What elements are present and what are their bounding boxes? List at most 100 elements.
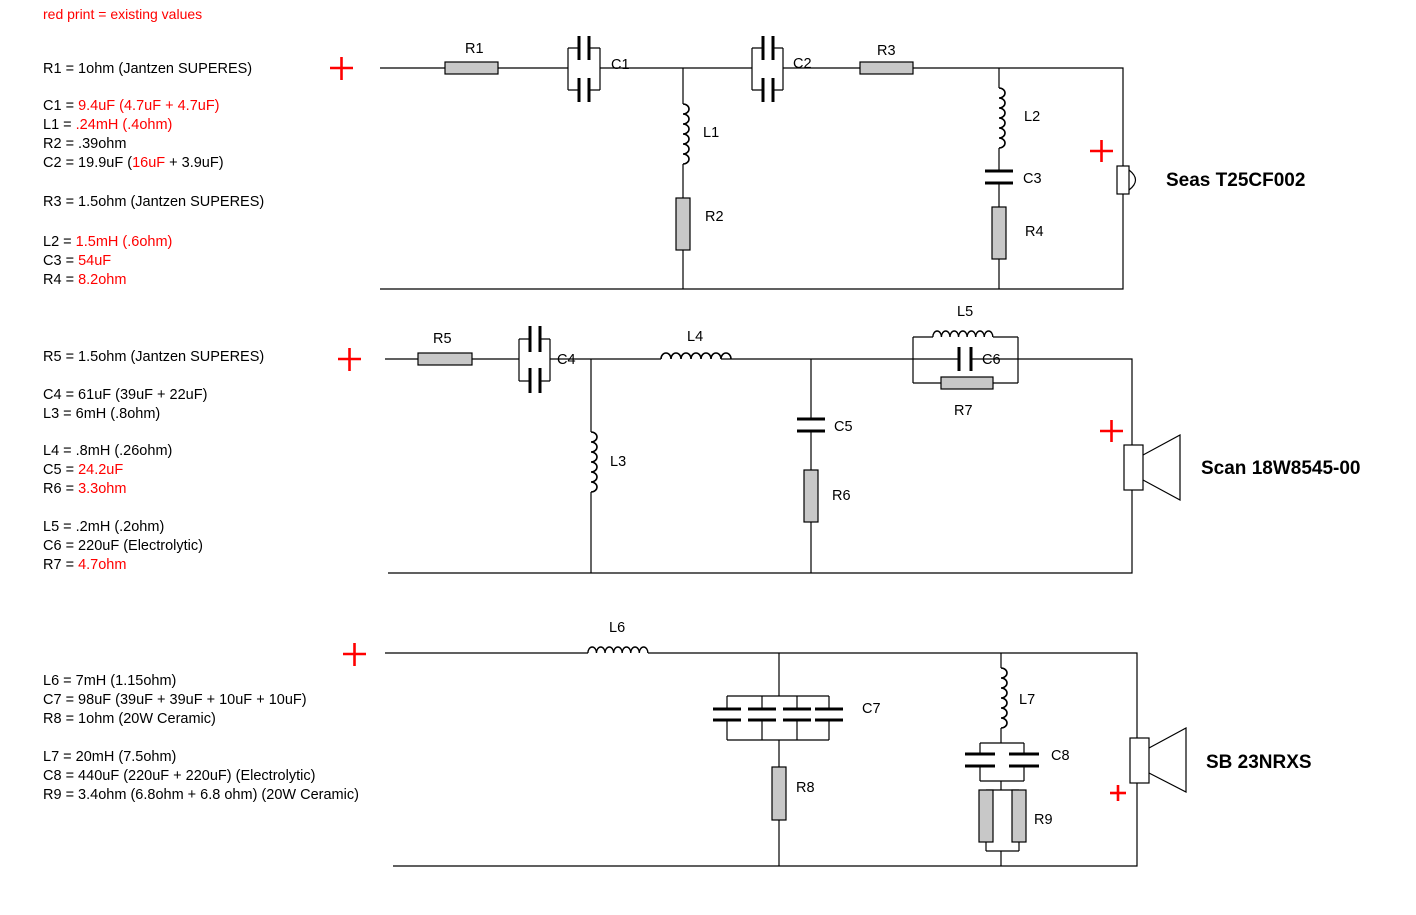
label-C2: C2 xyxy=(793,56,812,72)
inductor-L6 xyxy=(587,646,649,654)
existing-value: 16uF xyxy=(132,155,166,171)
spec-text: R8 = 1ohm (20W Ceramic) xyxy=(43,711,216,727)
existing-value: 4.7ohm xyxy=(78,557,127,573)
existing-value: .24mH (.4ohm) xyxy=(75,117,173,133)
spec-text: L5 = .2mH (.2ohm) xyxy=(43,519,165,535)
driver-label-mid: Scan 18W8545-00 xyxy=(1201,458,1361,479)
label-C3: C3 xyxy=(1023,171,1042,187)
spec-text: C4 = 61uF (39uF + 22uF) xyxy=(43,387,208,403)
inductor-L7 xyxy=(1000,667,1008,729)
label-R3: R3 xyxy=(877,43,896,59)
woofer-speaker-icon xyxy=(1129,726,1187,793)
label-R9: R9 xyxy=(1034,812,1053,828)
spec-block: L5 = .2mH (.2ohm) C6 = 220uF (Electrolyti… xyxy=(43,518,203,575)
spec-line: C6 = 220uF (Electrolytic) xyxy=(43,537,203,556)
spec-text: C1 = xyxy=(43,98,79,114)
spec-text: R6 = xyxy=(43,481,79,497)
spec-line: R3 = 1.5ohm (Jantzen SUPERES) xyxy=(43,193,264,212)
driver-label-tweeter: Seas T25CF002 xyxy=(1166,170,1305,191)
capacitor-C1 xyxy=(567,36,601,102)
label-L4: L4 xyxy=(687,329,703,345)
spec-line: C3 = 54uF xyxy=(43,252,172,271)
resistor-R4 xyxy=(991,206,1007,260)
spec-line: C2 = 19.9uF (16uF + 3.9uF) xyxy=(43,154,224,173)
capacitor-C2 xyxy=(751,36,784,102)
inductor-L2 xyxy=(998,87,1006,149)
driver-label-woofer: SB 23NRXS xyxy=(1206,752,1312,773)
label-C8: C8 xyxy=(1051,748,1070,764)
resistor-R7 xyxy=(940,376,994,390)
spec-text: L6 = 7mH (1.15ohm) xyxy=(43,673,177,689)
inductor-L5 xyxy=(932,330,994,338)
spec-line: L5 = .2mH (.2ohm) xyxy=(43,518,203,537)
spec-text: C3 = xyxy=(43,253,79,269)
spec-text: R5 = 1.5ohm (Jantzen SUPERES) xyxy=(43,349,265,365)
plus-marker xyxy=(1110,785,1126,801)
spec-line: L6 = 7mH (1.15ohm) xyxy=(43,672,307,691)
spec-text: R2 = .39ohm xyxy=(43,136,127,152)
label-C4: C4 xyxy=(557,352,576,368)
existing-value: 54uF xyxy=(78,253,112,269)
plus-marker xyxy=(1090,140,1113,162)
resistor-R5 xyxy=(417,352,473,366)
inductor-L4 xyxy=(660,352,732,360)
spec-text: R9 = 3.4ohm (6.8ohm + 6.8 ohm) (20W Cera… xyxy=(43,787,359,803)
resistor-R1 xyxy=(444,61,499,75)
spec-text: C8 = 440uF (220uF + 220uF) (Electrolytic… xyxy=(43,768,316,784)
label-L3: L3 xyxy=(610,454,626,470)
capacitor-C7 xyxy=(713,653,843,767)
label-R1: R1 xyxy=(465,41,484,57)
plus-marker xyxy=(338,348,361,371)
inductor-L3 xyxy=(590,431,598,493)
spec-block: R5 = 1.5ohm (Jantzen SUPERES) xyxy=(43,348,264,367)
spec-line: L1 = .24mH (.4ohm) xyxy=(43,116,224,135)
label-R2: R2 xyxy=(705,209,724,225)
spec-text: L1 = xyxy=(43,117,76,133)
spec-block: L6 = 7mH (1.15ohm) C7 = 98uF (39uF + 39uF… xyxy=(43,672,307,729)
label-R4: R4 xyxy=(1025,224,1044,240)
spec-line: L4 = .8mH (.26ohm) xyxy=(43,442,172,461)
spec-line: R9 = 3.4ohm (6.8ohm + 6.8 ohm) (20W Cera… xyxy=(43,786,359,805)
spec-block: R1 = 1ohm (Jantzen SUPERES) xyxy=(43,60,252,79)
existing-value: 3.3ohm xyxy=(78,481,127,497)
resistor-R3 xyxy=(859,61,914,75)
resistor-R8 xyxy=(771,766,787,821)
spec-text: R4 = xyxy=(43,272,79,288)
spec-line: C5 = 24.2uF xyxy=(43,461,172,480)
spec-line: C8 = 440uF (220uF + 220uF) (Electrolytic… xyxy=(43,767,359,786)
existing-value: 9.4uF (4.7uF + 4.7uF) xyxy=(78,98,220,114)
spec-line: R2 = .39ohm xyxy=(43,135,224,154)
existing-value: 24.2uF xyxy=(78,462,124,478)
spec-line: C1 = 9.4uF (4.7uF + 4.7uF) xyxy=(43,97,224,116)
resistor-R6 xyxy=(803,469,819,523)
spec-text: C7 = 98uF (39uF + 39uF + 10uF + 10uF) xyxy=(43,692,307,708)
legend-note: red print = existing values xyxy=(43,6,203,22)
spec-block: C1 = 9.4uF (4.7uF + 4.7uF)L1 = .24mH (.4… xyxy=(43,97,224,173)
spec-text: R1 = 1ohm (Jantzen SUPERES) xyxy=(43,61,253,77)
spec-text: + 3.9uF) xyxy=(165,155,224,171)
resistor-R2 xyxy=(675,197,691,251)
spec-line: L3 = 6mH (.8ohm) xyxy=(43,405,207,424)
label-C6: C6 xyxy=(982,352,1001,368)
label-L1: L1 xyxy=(703,125,719,141)
woofer-network: L6 C7 R8 L7 C8 R9 xyxy=(343,620,1312,867)
plus-marker xyxy=(330,57,353,80)
spec-line: L2 = 1.5mH (.6ohm) xyxy=(43,233,172,252)
label-R7: R7 xyxy=(954,403,973,419)
midrange-speaker-icon xyxy=(1123,433,1181,502)
existing-value: 8.2ohm xyxy=(78,272,127,288)
spec-line: R8 = 1ohm (20W Ceramic) xyxy=(43,710,307,729)
label-L2: L2 xyxy=(1024,109,1040,125)
spec-block: R3 = 1.5ohm (Jantzen SUPERES) xyxy=(43,193,264,212)
plus-marker xyxy=(1100,420,1123,442)
label-C5: C5 xyxy=(834,419,853,435)
label-R5: R5 xyxy=(433,331,452,347)
label-R6: R6 xyxy=(832,488,851,504)
midrange-network: R5 C4 L4 L5 C6 R7 L3 C5 R6 xyxy=(338,304,1361,574)
spec-line: L7 = 20mH (7.5ohm) xyxy=(43,748,359,767)
existing-value: 1.5mH (.6ohm) xyxy=(75,234,173,250)
label-L6: L6 xyxy=(609,620,625,636)
spec-text: R3 = 1.5ohm (Jantzen SUPERES) xyxy=(43,194,265,210)
spec-text: L2 = xyxy=(43,234,76,250)
